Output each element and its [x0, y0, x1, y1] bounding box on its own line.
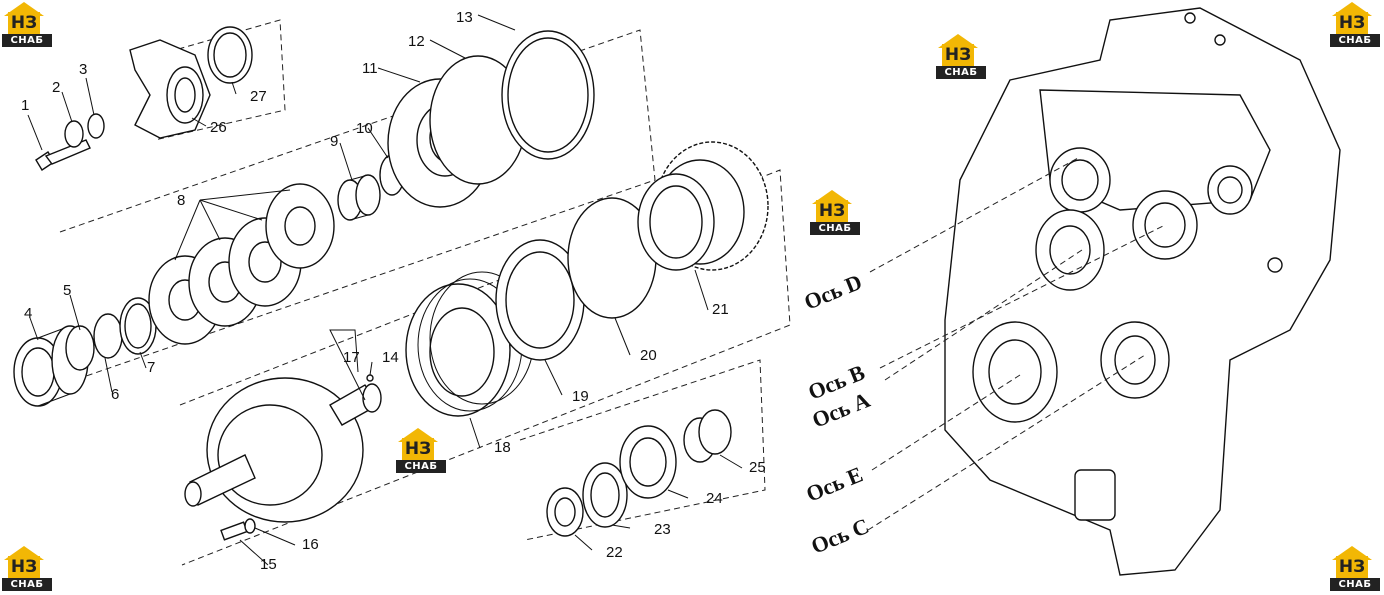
callout-5: 5: [63, 282, 71, 299]
callout-26: 26: [210, 119, 227, 136]
axis-labels: Ось D Ось B Ось A Ось E Ось C: [801, 269, 874, 559]
friction-pack-part: [405, 271, 535, 417]
callout-21: 21: [712, 301, 729, 318]
axis-label-e: Ось E: [803, 461, 867, 506]
callout-6: 6: [111, 386, 119, 403]
callout-11: 11: [362, 60, 378, 77]
axis-leader-lines: [867, 157, 1166, 531]
spacer-ring-part: [119, 297, 157, 355]
o-ring-part: [87, 113, 105, 139]
bushing-part: [337, 174, 381, 221]
clutch-drum-part: [184, 377, 382, 523]
needle-bearing-part: [546, 487, 584, 537]
callout-2: 2: [52, 79, 60, 96]
callout-23: 23: [654, 521, 671, 538]
o-ring-pair-part-2: [698, 409, 732, 455]
frame-yoke: [139, 19, 286, 141]
axis-label-c: Ось C: [808, 513, 873, 559]
callout-3: 3: [79, 61, 87, 78]
callout-27: 27: [250, 88, 267, 105]
callout-22: 22: [606, 544, 623, 561]
callout-19: 19: [572, 388, 589, 405]
callout-1: 1: [21, 97, 29, 114]
pin-part: [220, 521, 248, 541]
roller-bearing-part: [619, 425, 677, 499]
callout-13: 13: [456, 9, 473, 26]
callout-17: 17: [343, 349, 360, 366]
callout-numbers: 1 2 3 4 5 6 7 8 9 10 11 12 13 14 15 16 1…: [21, 9, 766, 573]
callout-14: 14: [382, 349, 399, 366]
plate-ring-part: [501, 30, 595, 160]
callout-18: 18: [494, 439, 511, 456]
washer-part: [64, 120, 84, 148]
ball-part: [244, 518, 256, 534]
frame-bearing-pack: [519, 359, 766, 541]
callout-16: 16: [302, 536, 319, 553]
snap-ring-part: [65, 325, 95, 371]
gear-part: [637, 141, 769, 271]
frame-gear-pack: [179, 169, 791, 566]
yoke-part: [129, 39, 211, 139]
ring-part: [93, 313, 123, 359]
axis-label-d: Ось D: [801, 269, 866, 315]
thrust-washer-part: [582, 462, 628, 528]
bolt-part: [35, 139, 91, 171]
callout-9: 9: [330, 133, 338, 150]
seal-part: [207, 26, 253, 84]
spring-discs-part: [148, 183, 335, 345]
callout-15: 15: [260, 556, 277, 573]
callout-8: 8: [177, 192, 185, 209]
callout-20: 20: [640, 347, 657, 364]
callout-12: 12: [408, 33, 425, 50]
callout-10: 10: [356, 120, 373, 137]
callout-25: 25: [749, 459, 766, 476]
leader-lines: [27, 14, 743, 566]
callout-7: 7: [147, 359, 155, 376]
small-ball-part: [366, 374, 374, 382]
steel-plate-part: [495, 239, 585, 361]
callout-4: 4: [24, 305, 32, 322]
transmission-housing: [944, 7, 1341, 576]
callout-24: 24: [706, 490, 723, 507]
